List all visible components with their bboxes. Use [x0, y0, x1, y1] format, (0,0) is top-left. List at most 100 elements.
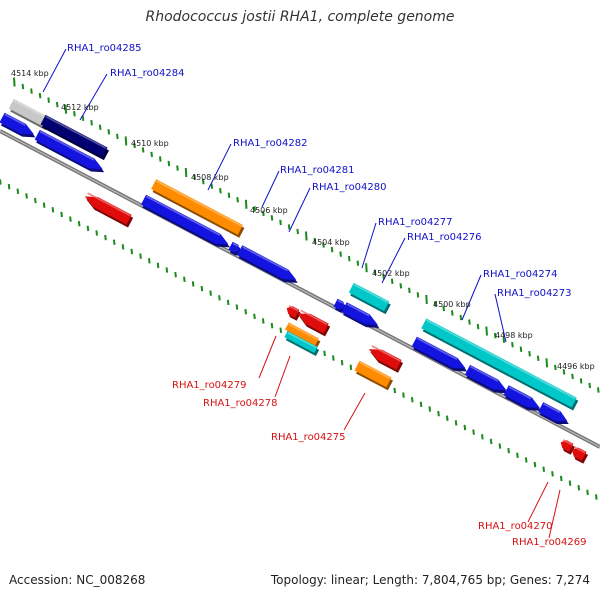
tick-mark — [261, 318, 265, 324]
tick-mark — [347, 255, 351, 262]
feature-block — [8, 98, 50, 128]
tick-mark — [209, 290, 212, 296]
tick-mark — [489, 438, 493, 445]
tick-mark — [339, 251, 342, 257]
tick-mark — [159, 156, 162, 162]
tick-mark — [156, 262, 160, 269]
tick-mark — [235, 304, 239, 310]
callout-line — [494, 293, 507, 343]
tick-mark — [485, 326, 488, 336]
tick-mark — [218, 295, 221, 301]
reverse-gene-highlight — [573, 446, 586, 454]
tick-mark — [340, 359, 344, 366]
tick-label: 4500 kbp — [433, 300, 471, 309]
callout-line — [258, 335, 277, 379]
tick-mark — [516, 452, 519, 459]
tick-mark — [559, 475, 563, 482]
gene-label-forward[interactable]: RHA1_ro04285 — [67, 43, 142, 54]
tick-label: 4514 kbp — [11, 69, 49, 78]
gene-label-reverse[interactable]: RHA1_ro04270 — [478, 521, 553, 532]
gene-label-forward[interactable]: RHA1_ro04282 — [233, 138, 308, 149]
feature-block-highlight — [287, 331, 317, 349]
forward-gene — [341, 302, 378, 325]
genome-summary-text: Topology: linear; Length: 7,804,765 bp; … — [270, 573, 590, 587]
gene-label-reverse[interactable]: RHA1_ro04279 — [172, 380, 247, 391]
reverse-gene-highlight — [300, 309, 328, 326]
forward-gene-highlight — [39, 130, 95, 161]
tick-mark — [502, 337, 506, 343]
feature-block-highlight — [156, 180, 242, 227]
tick-mark — [30, 88, 33, 94]
reverse-gene — [368, 349, 402, 370]
feature-block-highlight — [359, 361, 391, 380]
tick-mark — [121, 244, 125, 250]
tick-mark — [42, 202, 46, 208]
forward-gene-highlight — [416, 337, 458, 361]
tick-mark — [236, 197, 239, 203]
tick-mark — [124, 136, 128, 146]
tick-mark — [437, 410, 440, 417]
gene-label-forward[interactable]: RHA1_ro04276 — [407, 232, 482, 243]
map-title: Rhodococcus jostii RHA1, complete genome — [145, 9, 455, 25]
tick-mark — [332, 355, 335, 361]
gene-label-reverse[interactable]: RHA1_ro04275 — [271, 432, 346, 443]
tick-mark — [244, 308, 248, 315]
forward-gene-highlight — [469, 365, 499, 382]
callout-line — [343, 392, 366, 431]
tick-mark — [568, 480, 572, 486]
gene-label-forward[interactable]: RHA1_ro04274 — [483, 269, 558, 280]
tick-mark — [150, 151, 154, 158]
tick-mark — [104, 234, 107, 241]
tick-mark — [554, 364, 557, 371]
tick-mark — [201, 178, 205, 185]
tick-mark — [184, 168, 188, 178]
tick-mark — [86, 225, 90, 232]
tick-mark — [365, 263, 368, 273]
gene-label-forward[interactable]: RHA1_ro04284 — [110, 68, 185, 79]
tick-mark — [165, 267, 169, 273]
gene-label-forward[interactable]: RHA1_ro04280 — [312, 182, 387, 193]
tick-mark — [55, 101, 59, 108]
tick-mark — [167, 160, 171, 167]
reverse-gene — [297, 313, 329, 334]
tick-mark — [571, 373, 574, 380]
tick-mark — [498, 443, 502, 449]
forward-gene — [464, 364, 507, 391]
tick-mark — [442, 305, 446, 312]
tick-mark — [313, 237, 317, 244]
tick-mark — [533, 461, 537, 468]
tick-mark — [433, 301, 437, 307]
tick-mark — [402, 392, 405, 398]
reverse-gene-highlight — [87, 192, 131, 217]
callout-line — [381, 237, 406, 284]
tick-mark — [0, 179, 2, 185]
tick-mark — [98, 124, 102, 131]
tick-mark — [419, 401, 423, 408]
accession-text: Accession: NC_008268 — [9, 573, 146, 587]
tick-mark — [148, 258, 151, 264]
reverse-gene-highlight — [288, 305, 299, 312]
tick-mark — [399, 283, 403, 289]
tick-mark — [296, 228, 300, 235]
gene-label-forward[interactable]: RHA1_ro04273 — [497, 288, 572, 299]
callout-line — [527, 481, 549, 523]
tick-mark — [454, 420, 458, 426]
gene-label-reverse[interactable]: RHA1_ro04269 — [512, 537, 587, 548]
tick-mark — [507, 447, 510, 454]
tick-mark — [73, 110, 76, 117]
tick-mark — [542, 466, 546, 472]
tick-mark — [60, 211, 63, 218]
forward-gene-highlight — [508, 386, 532, 400]
gene-label-forward[interactable]: RHA1_ro04277 — [378, 217, 453, 228]
tick-mark — [95, 230, 99, 236]
tick-mark — [356, 260, 360, 266]
tick-mark — [51, 207, 55, 213]
gene-label-forward[interactable]: RHA1_ro04281 — [280, 165, 355, 176]
tick-mark — [270, 215, 274, 221]
tick-mark — [579, 378, 583, 384]
tick-mark — [393, 387, 397, 394]
forward-gene-highlight — [337, 299, 344, 304]
gene-label-reverse[interactable]: RHA1_ro04278 — [203, 398, 278, 409]
tick-mark — [176, 165, 179, 171]
tick-mark — [141, 147, 145, 153]
